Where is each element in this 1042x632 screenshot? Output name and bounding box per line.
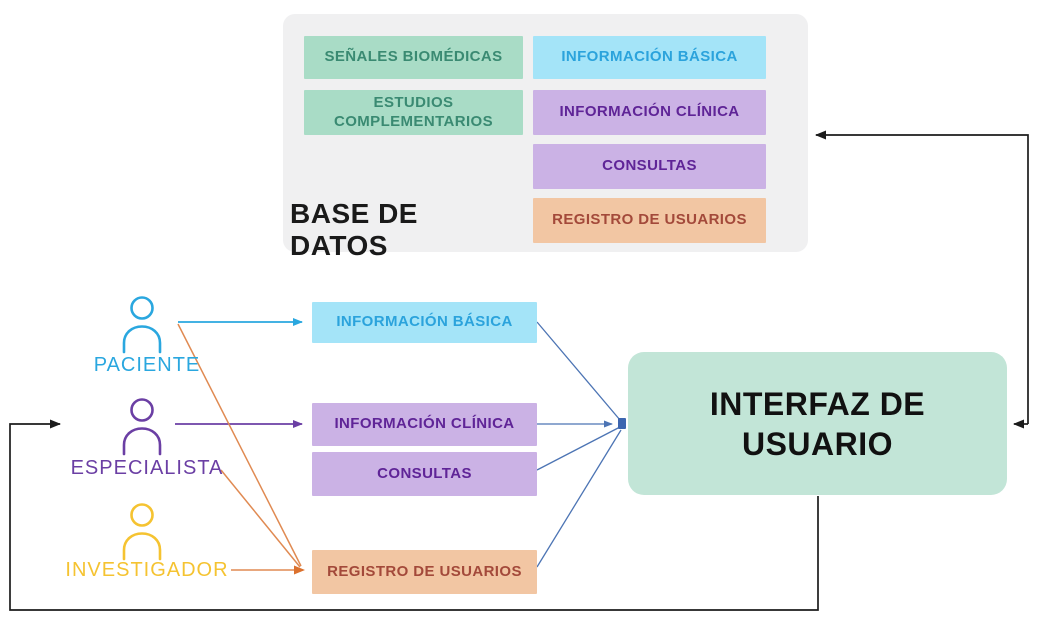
line-especialista-to-registro-usuarios <box>220 469 301 568</box>
db-table-estudios-complementarios: ESTUDIOS COMPLEMENTARIOS <box>304 90 523 135</box>
actor-paciente-label: PACIENTE <box>93 354 201 376</box>
actor-especialista-label: ESPECIALISTA <box>70 457 224 479</box>
base-de-datos-title: BASE DE DATOS <box>290 198 418 261</box>
person-icon <box>122 503 162 561</box>
line-informacion-basica-to-interfaz <box>536 321 621 421</box>
db-table-informacion-clinica: INFORMACIÓN CLÍNICA <box>533 90 766 135</box>
line-consultas-to-interfaz <box>536 426 621 471</box>
actor-investigador-label: INVESTIGADOR <box>65 559 229 581</box>
module-informacion-basica: INFORMACIÓN BÁSICA <box>312 302 537 343</box>
db-table-senales-biomedicas: SEÑALES BIOMÉDICAS <box>304 36 523 79</box>
db-table-informacion-basica: INFORMACIÓN BÁSICA <box>533 36 766 79</box>
person-icon <box>122 398 162 456</box>
interfaz-de-usuario-box: INTERFAZ DE USUARIO <box>628 352 1007 495</box>
module-consultas: CONSULTAS <box>312 452 537 496</box>
module-registro-de-usuarios: REGISTRO DE USUARIOS <box>312 550 537 594</box>
module-informacion-clinica: INFORMACIÓN CLÍNICA <box>312 403 537 446</box>
db-table-registro-de-usuarios: REGISTRO DE USUARIOS <box>533 198 766 243</box>
person-icon <box>122 296 162 354</box>
db-table-consultas: CONSULTAS <box>533 144 766 189</box>
line-registro-usuarios-to-interfaz <box>536 429 622 568</box>
interfaz-input-node <box>618 418 626 429</box>
